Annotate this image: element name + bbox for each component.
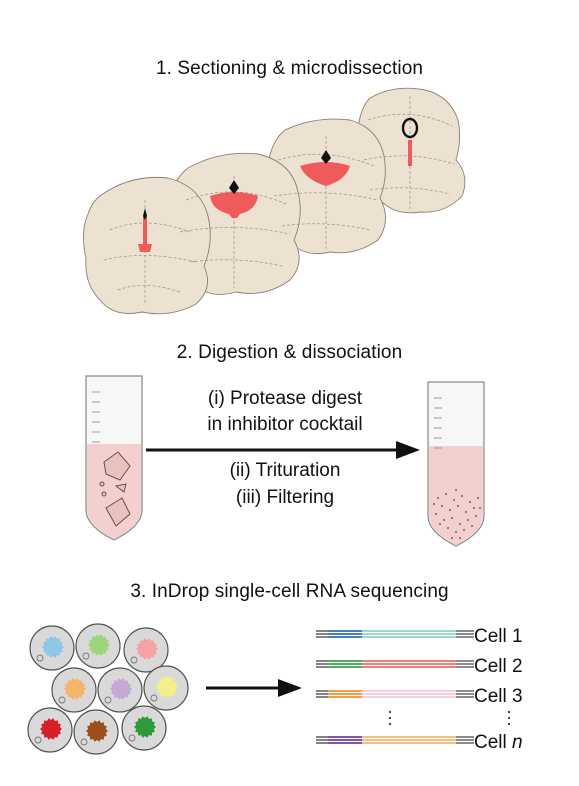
tube-after: [427, 381, 485, 547]
cell-label-n-prefix: Cell: [474, 732, 513, 753]
droplet-5: [97, 667, 143, 713]
tube-before: [85, 375, 143, 541]
droplet-9: [121, 705, 167, 751]
dissection-region-3: [300, 162, 350, 186]
cell-label-2: Cell 2: [474, 656, 523, 677]
read-3: [316, 690, 474, 698]
bead-icon: [36, 654, 44, 662]
sequencing-arrow: [206, 679, 302, 697]
dissection-region-2: [210, 192, 258, 218]
droplet-2: [75, 623, 121, 669]
read-4: [316, 736, 474, 744]
droplet-8: [73, 709, 119, 755]
cell-in-droplet: [64, 678, 86, 700]
bead-icon: [58, 696, 66, 704]
dissection-region-4: [408, 140, 412, 166]
filtering-label: (iii) Filtering: [235, 487, 335, 508]
protease-digest-label: (i) Protease digest: [207, 388, 363, 409]
cell-label-3: Cell 3: [474, 686, 523, 707]
bead-icon: [80, 738, 88, 746]
dissection-region-1b: [138, 244, 152, 252]
ventricle-marks: [143, 117, 419, 220]
cell-in-droplet: [134, 716, 156, 738]
cell-in-droplet: [156, 676, 178, 698]
cell-in-droplet: [86, 720, 108, 742]
cell-label-n: Cell n: [474, 732, 523, 754]
dissociated-cells: [433, 489, 481, 539]
bead-icon: [34, 736, 42, 744]
tissue-chunks: [99, 451, 131, 527]
ellipsis-marks: [388, 710, 511, 726]
droplet-grid: [27, 623, 189, 755]
cell-label-n-italic: n: [512, 732, 523, 753]
inhibitor-cocktail-label: in inhibitor cocktail: [207, 414, 363, 435]
bead-icon: [150, 694, 158, 702]
bead-icon: [82, 652, 90, 660]
bead-icon: [104, 696, 112, 704]
read-2: [316, 660, 474, 668]
cell-label-1: Cell 1: [474, 626, 523, 647]
digestion-arrow: [146, 441, 420, 459]
droplet-4: [51, 667, 97, 713]
droplet-3: [123, 627, 169, 673]
read-1: [316, 630, 474, 638]
bead-icon: [128, 734, 136, 742]
step2-title: 2. Digestion & dissociation: [176, 342, 403, 363]
step1-title: 1. Sectioning & microdissection: [155, 58, 424, 79]
cell-in-droplet: [40, 718, 62, 740]
cell-in-droplet: [42, 636, 64, 658]
cell-in-droplet: [136, 638, 158, 660]
brain-sections: [83, 87, 466, 315]
dissection-regions: [138, 140, 412, 252]
cell-in-droplet: [88, 634, 110, 656]
droplet-6: [143, 665, 189, 711]
trituration-label: (ii) Trituration: [229, 460, 341, 481]
droplet-7: [27, 707, 73, 753]
step3-title: 3. InDrop single-cell RNA sequencing: [130, 581, 449, 602]
sequencing-reads: [316, 630, 474, 744]
droplet-1: [29, 625, 75, 671]
dissection-region-1a: [143, 216, 147, 246]
cell-in-droplet: [110, 678, 132, 700]
bead-icon: [130, 656, 138, 664]
